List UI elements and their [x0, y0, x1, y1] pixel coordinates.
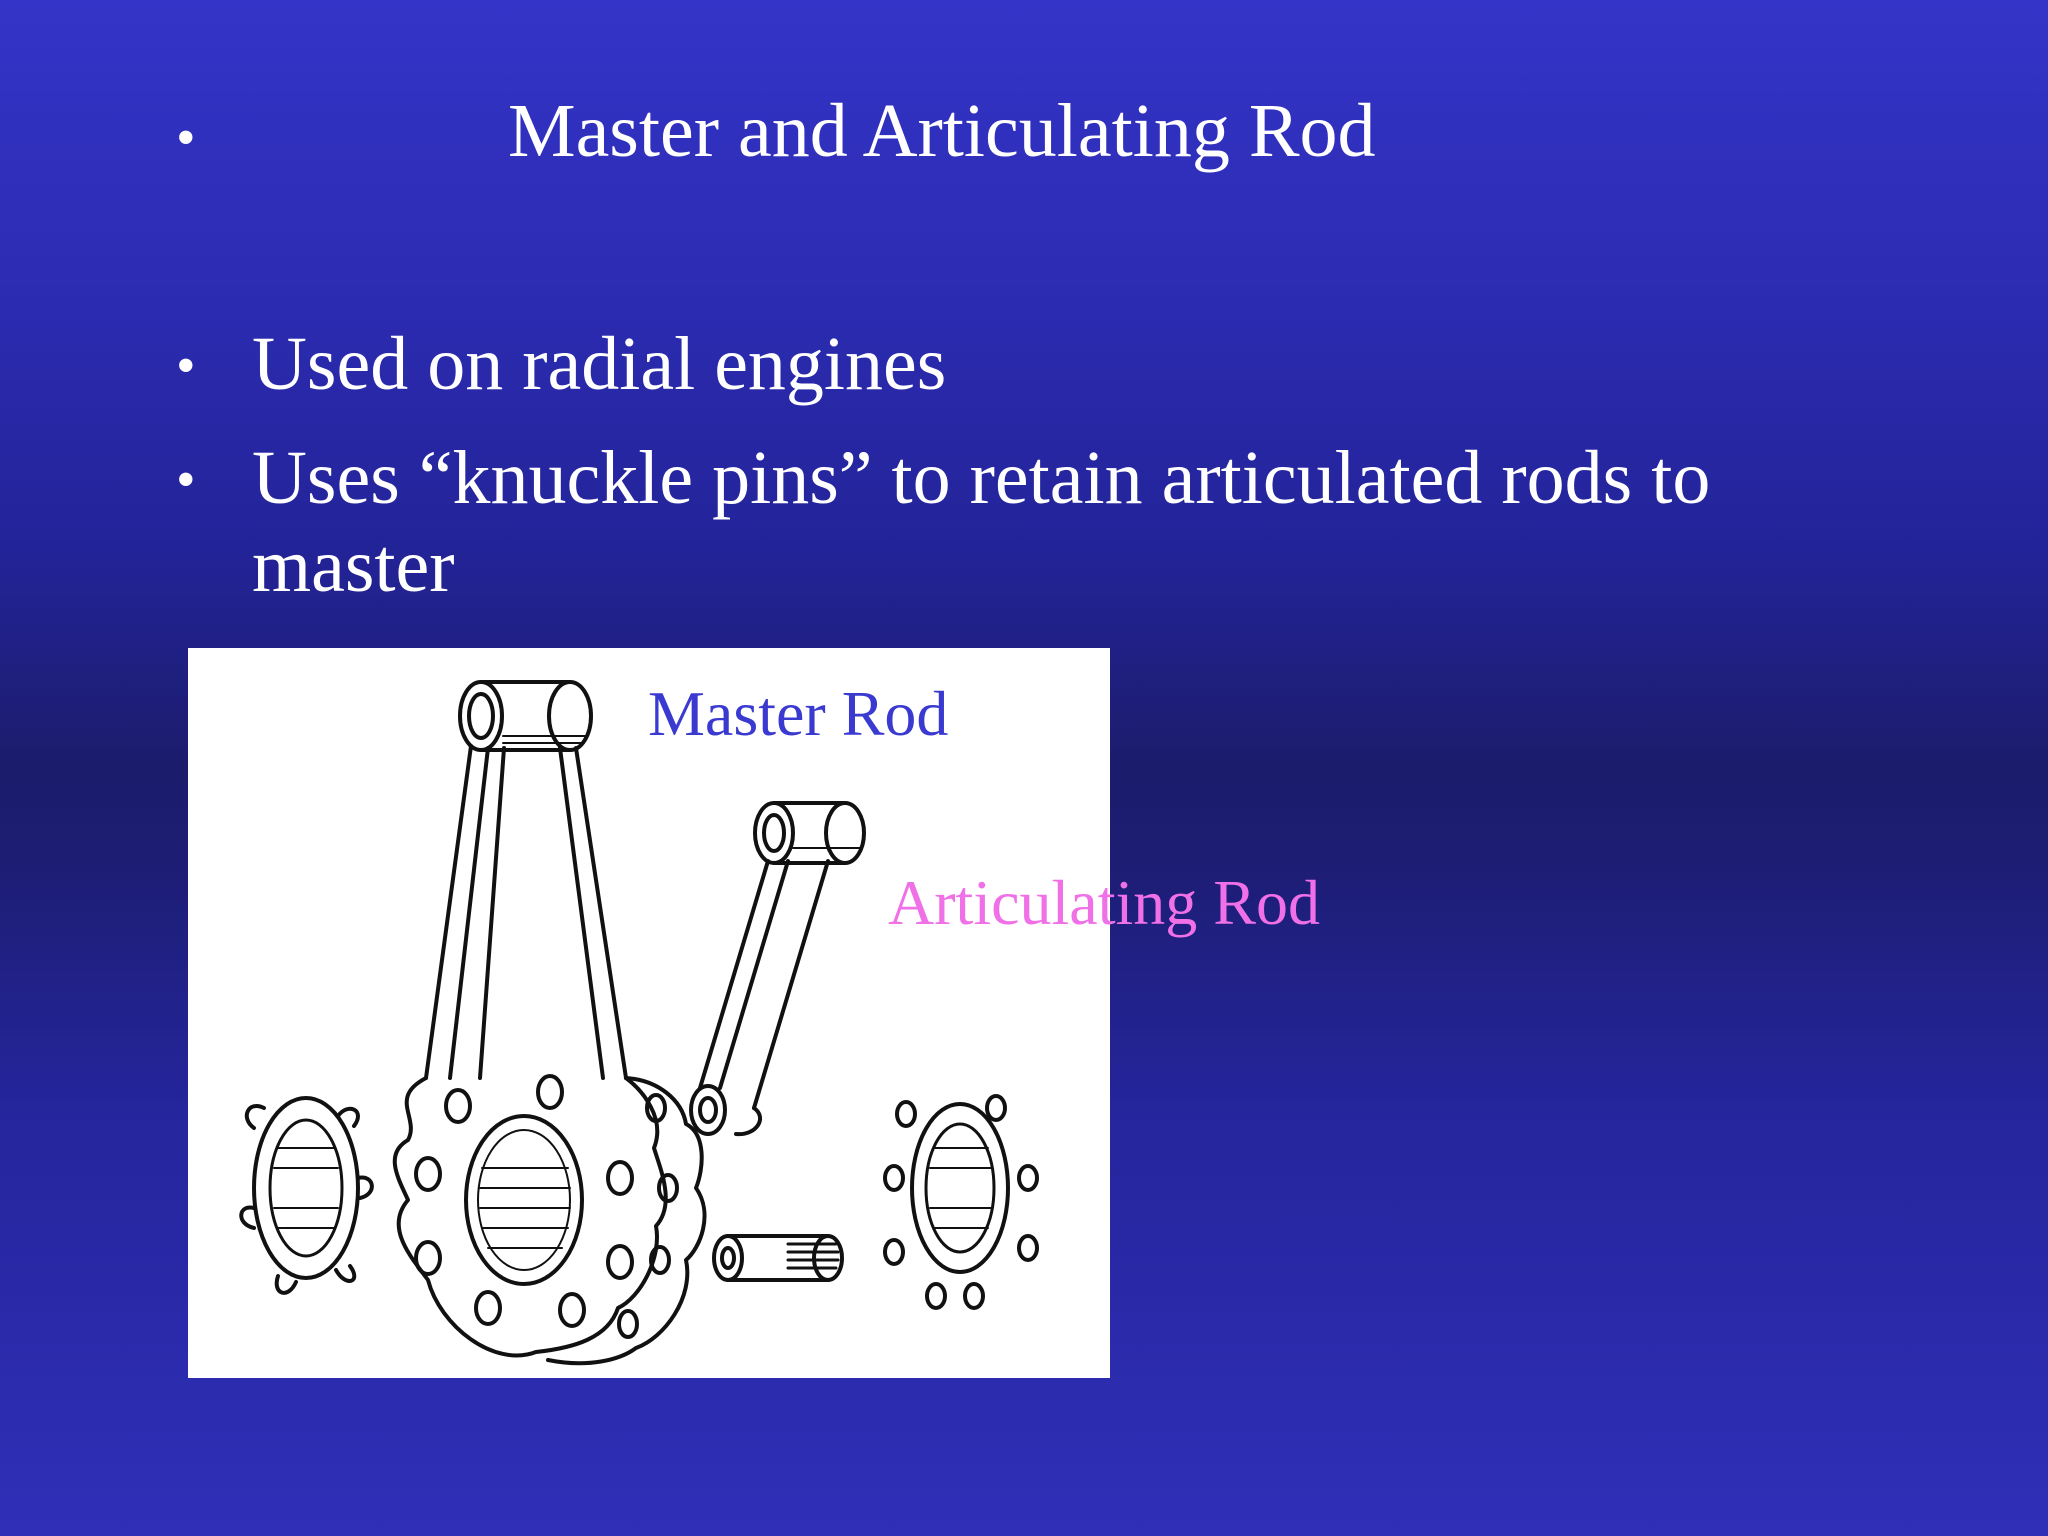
articulating-rod-drawing — [689, 801, 866, 1137]
left-flange-ring — [239, 1096, 374, 1295]
bullet-2-text: Uses “knuckle pins” to retain articulate… — [252, 436, 1711, 608]
bullet-2-glyph: • — [176, 449, 196, 511]
title-bullet: • — [176, 107, 196, 169]
knuckle-pin — [712, 1234, 844, 1282]
master-rod-small-end — [458, 680, 593, 752]
connecting-rod-diagram — [188, 648, 1110, 1378]
right-flange-ring — [883, 1094, 1039, 1310]
bullet-1-text: Used on radial engines — [252, 322, 947, 406]
master-rod-shank — [424, 744, 628, 1080]
master-rod-label: Master Rod — [648, 678, 949, 749]
bullet-1-glyph: • — [176, 335, 196, 397]
master-rod-rear-flange — [546, 1076, 707, 1366]
articulating-rod-label: Articulating Rod — [888, 867, 1320, 938]
rod-assembly-drawing — [239, 680, 1039, 1366]
slide-title: Master and Articulating Rod — [508, 89, 1376, 173]
